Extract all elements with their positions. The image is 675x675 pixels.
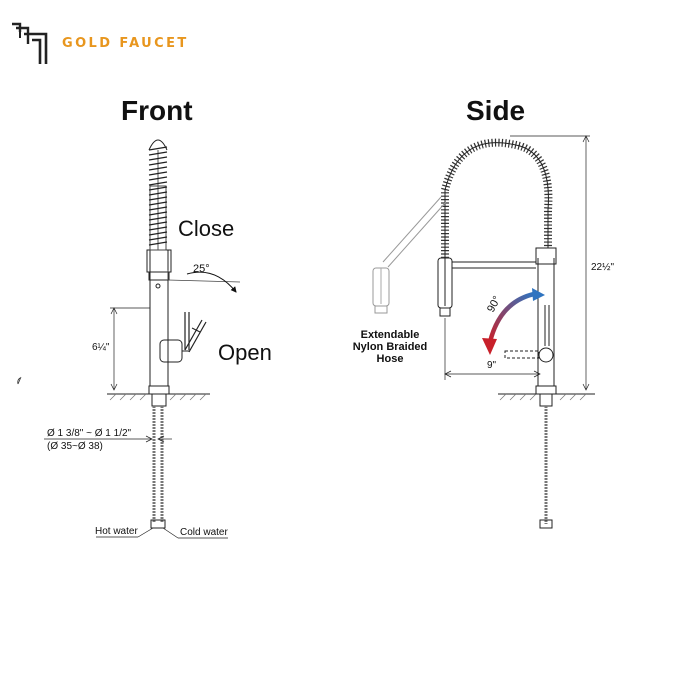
brand-name: GOLD FAUCET [62,35,189,51]
total-height-label: 22½" [591,262,615,273]
angle-label: 25° [193,263,210,275]
front-faucet-drawing [17,139,241,539]
rotation-label: 90° [485,294,503,314]
hole-diameter-inch: Ø 1 3/8" ~ Ø 1 1/2" [47,428,132,439]
faucet-pipes-icon [12,22,48,64]
side-faucet-drawing [372,135,595,529]
close-label: Close [178,216,235,241]
cold-water-label: Cold water [180,527,228,538]
hole-diameter-mm: (Ø 35~Ø 38) [47,441,103,452]
side-view-title: Side [466,95,526,126]
hose-label-line-3: Hose [376,353,404,365]
front-view-title: Front [121,95,193,126]
reach-label: 9" [487,360,497,371]
hose-label: Extendable Nylon Braided Hose [345,329,435,365]
rotation-arrow [482,288,545,355]
hot-water-label: Hot water [95,526,138,537]
hose-label-line-2: Nylon Braided [352,341,428,353]
brand-header: GOLD FAUCET [10,20,189,66]
front-height-label: 6¼" [92,342,110,353]
open-label: Open [218,340,272,365]
hose-label-line-1: Extendable [360,329,420,341]
